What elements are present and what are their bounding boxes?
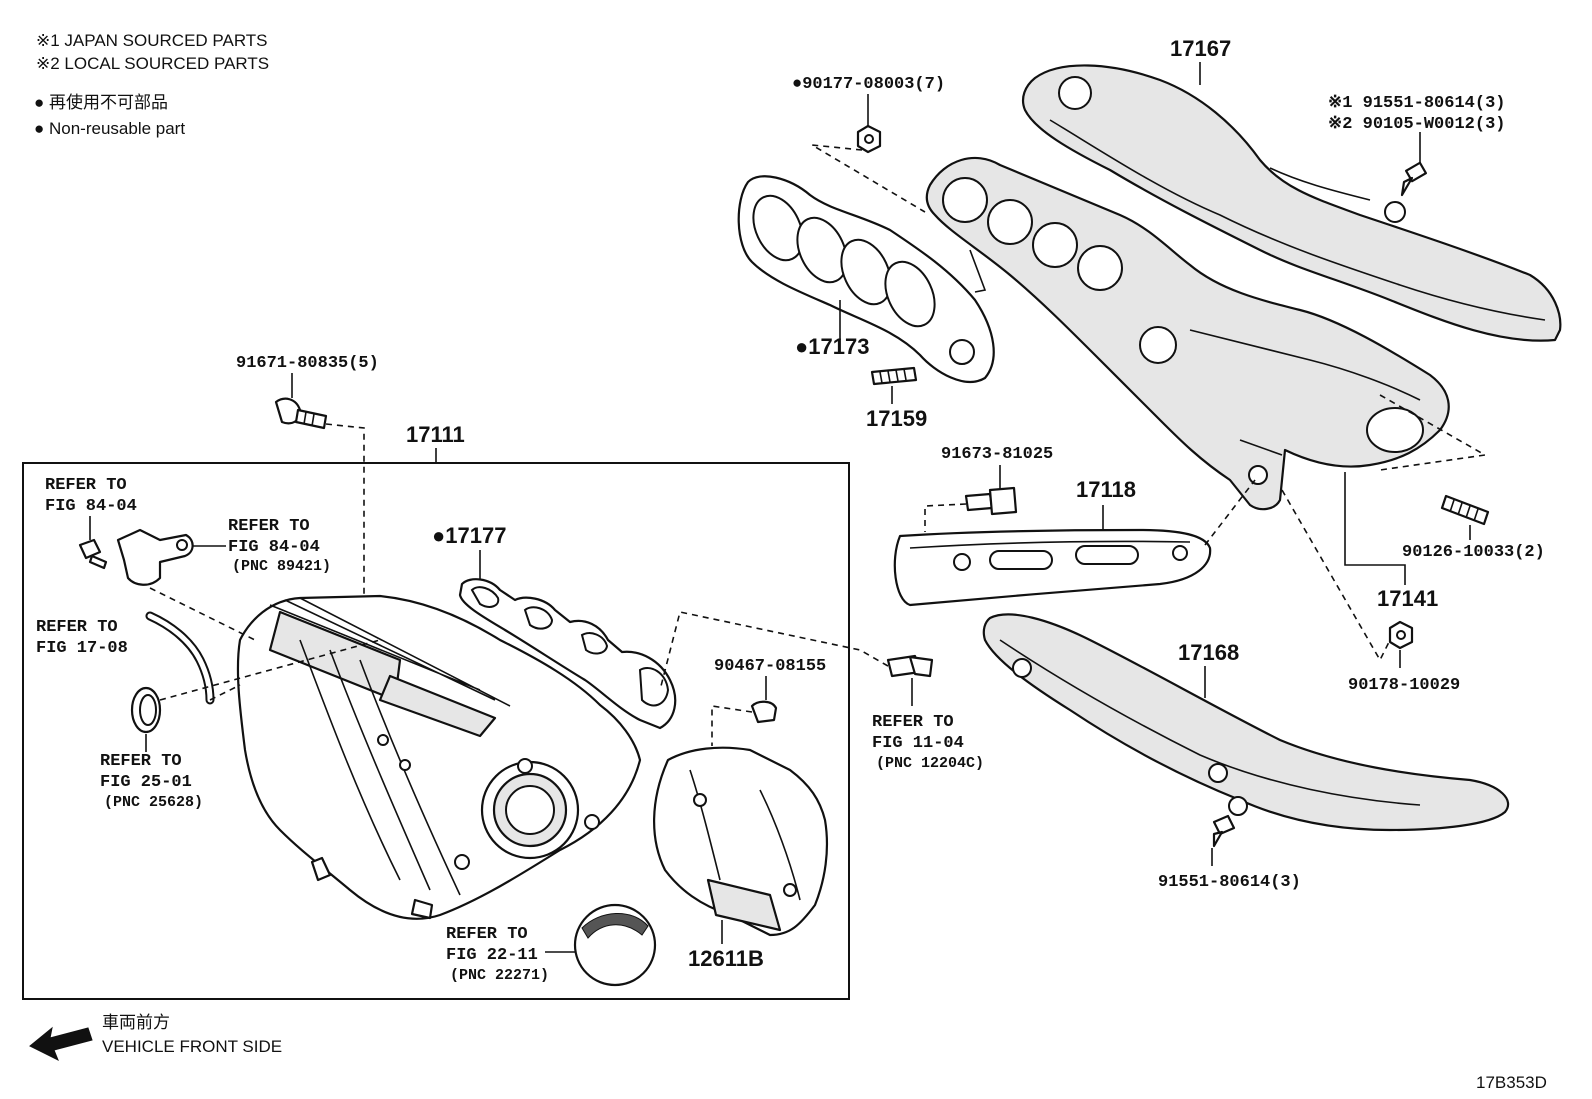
bolt-91671[interactable]: [274, 397, 328, 430]
bolt-sensor[interactable]: [78, 538, 108, 570]
label-90178: 90178-10029: [1348, 676, 1460, 695]
label-91551-top-1: ※1 91551-80614(3): [1328, 94, 1505, 113]
diagram-code: 17B353D: [1476, 1073, 1547, 1092]
bolt-91551-bottom[interactable]: [1212, 814, 1236, 848]
vehicle-front-arrow-icon: [29, 1026, 93, 1062]
intake-manifold-gasket[interactable]: [458, 578, 677, 730]
label-17141: 17141: [1377, 586, 1438, 611]
refer-2-pnc[interactable]: (PNC 89421): [232, 558, 331, 575]
refer-5-line-1[interactable]: REFER TO: [872, 713, 954, 732]
label-17173: ●17173: [795, 334, 869, 359]
bolt-91551-top[interactable]: [1400, 161, 1428, 197]
manifold-pressure-sensor[interactable]: [116, 528, 194, 586]
label-91551-top-2: ※2 90105-W0012(3): [1328, 115, 1505, 134]
label-90177: ●90177-08003(7): [792, 75, 945, 94]
nut-90178[interactable]: [1388, 620, 1414, 650]
refer-5-line-2[interactable]: FIG 11-04: [872, 734, 964, 753]
refer-3-line-2[interactable]: FIG 17-08: [36, 639, 128, 658]
label-17111: 17111: [406, 422, 465, 447]
refer-4-pnc[interactable]: (PNC 25628): [104, 794, 203, 811]
label-91673: 91673-81025: [941, 445, 1053, 464]
bolt-91673[interactable]: [964, 486, 1018, 516]
vacuum-hose[interactable]: [145, 611, 215, 705]
refer-6-pnc[interactable]: (PNC 22271): [450, 967, 549, 984]
label-90126: 90126-10033(2): [1402, 543, 1545, 562]
refer-1-line-2[interactable]: FIG 84-04: [45, 497, 137, 516]
heat-insulator-upper[interactable]: [1021, 64, 1562, 342]
legend-local-sourced: ※2 LOCAL SOURCED PARTS: [36, 54, 269, 73]
clip-90467[interactable]: [750, 700, 778, 724]
refer-6-line-2[interactable]: FIG 22-11: [446, 946, 538, 965]
legend-nonreusable-jp: ● 再使用不可部品: [34, 92, 168, 112]
refer-4-line-1[interactable]: REFER TO: [100, 752, 182, 771]
label-12611b: 12611B: [688, 946, 764, 971]
label-17167: 17167: [1170, 36, 1231, 61]
label-91551-bottom: 91551-80614(3): [1158, 873, 1301, 892]
refer-3-line-1[interactable]: REFER TO: [36, 618, 118, 637]
heat-insulator-lower[interactable]: [982, 613, 1510, 832]
intake-manifold-assembly-frame: [22, 462, 850, 1000]
exhaust-manifold-gasket[interactable]: [737, 175, 995, 383]
label-17118: 17118: [1076, 477, 1136, 502]
exhaust-manifold-converter[interactable]: [925, 156, 1450, 511]
label-91671: 91671-80835(5): [236, 354, 379, 373]
direction-en: VEHICLE FRONT SIDE: [102, 1037, 282, 1056]
hose-clamp[interactable]: [130, 686, 162, 734]
air-filter-element[interactable]: [573, 903, 657, 987]
direction-jp: 車両前方: [102, 1013, 170, 1032]
label-17159: 17159: [866, 406, 927, 431]
manifold-stay-bracket[interactable]: [893, 528, 1212, 607]
refer-2-line-2[interactable]: FIG 84-04: [228, 538, 320, 557]
nut-90177[interactable]: [856, 124, 882, 154]
stud-17159[interactable]: [870, 366, 918, 386]
refer-4-line-2[interactable]: FIG 25-01: [100, 773, 192, 792]
refer-1-line-1[interactable]: REFER TO: [45, 476, 127, 495]
pcv-fitting[interactable]: [886, 654, 934, 678]
label-17177: ●17177: [432, 523, 506, 548]
intake-manifold[interactable]: [236, 594, 642, 920]
legend-nonreusable-en: ● Non-reusable part: [34, 119, 185, 138]
label-90467: 90467-08155: [714, 657, 826, 676]
engine-cover-12611b[interactable]: [653, 746, 829, 937]
legend-japan-sourced: ※1 JAPAN SOURCED PARTS: [36, 31, 268, 50]
refer-5-pnc[interactable]: (PNC 12204C): [876, 755, 984, 772]
label-17168: 17168: [1178, 640, 1239, 665]
refer-2-line-1[interactable]: REFER TO: [228, 517, 310, 536]
refer-6-line-1[interactable]: REFER TO: [446, 925, 528, 944]
stud-90126[interactable]: [1440, 494, 1490, 526]
